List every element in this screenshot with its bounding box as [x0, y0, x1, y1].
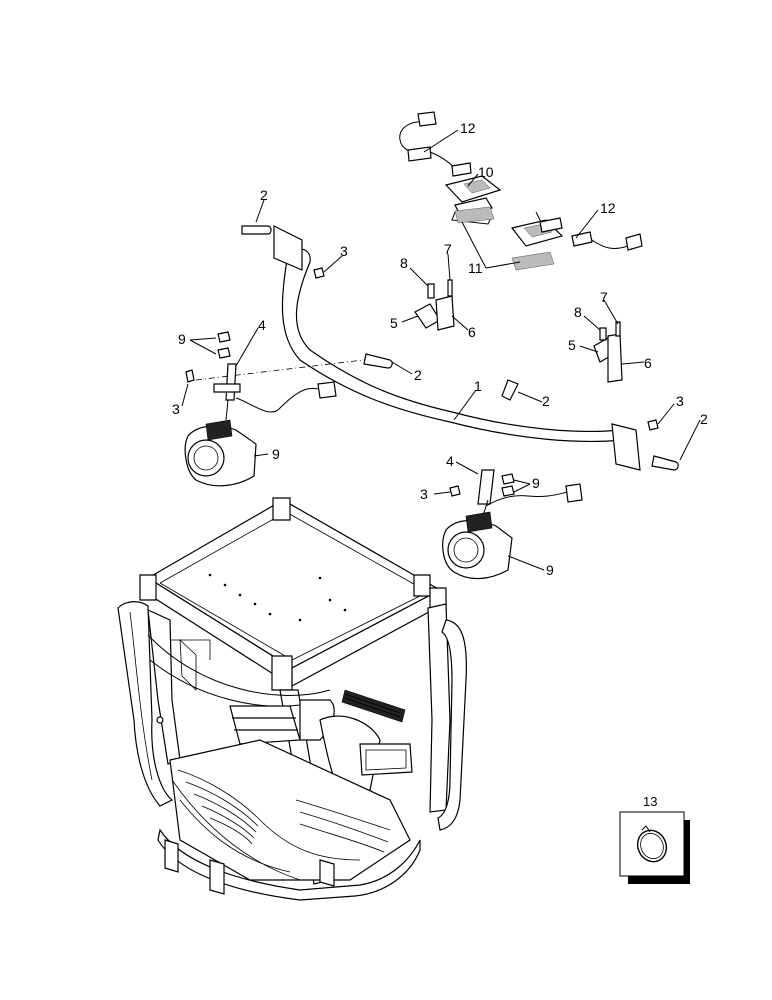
bracket-5-6-right [593, 321, 623, 383]
callout-8-right: 8 [574, 304, 582, 320]
callout-2-right: 2 [700, 411, 708, 427]
u-bolt-2d [651, 455, 679, 471]
callout-12-right: 12 [600, 200, 616, 216]
cross-tube [195, 225, 641, 471]
callout-5-left: 5 [390, 315, 398, 331]
callout-2-tube-right: 2 [542, 393, 550, 409]
control-module-10-right [510, 211, 564, 247]
callout-3-top: 3 [340, 243, 348, 259]
callout-9-bolts-left: 9 [178, 331, 186, 347]
work-lamp-left [184, 381, 337, 487]
lamp-bracket-4a [213, 363, 241, 401]
callout-2-mid: 2 [414, 367, 422, 383]
callout-11: 11 [468, 260, 483, 276]
callout-6-right: 6 [644, 355, 652, 371]
callout-4-left: 4 [258, 317, 266, 333]
callout-3-lower: 3 [420, 486, 428, 502]
callout-1: 1 [474, 378, 482, 394]
nut-3a [313, 267, 325, 279]
callout-3-right: 3 [676, 393, 684, 409]
leader-lines [181, 129, 701, 571]
callout-2-top-left: 2 [260, 187, 268, 203]
callout-9-bolts-right: 9 [532, 475, 540, 491]
pad-11 [454, 206, 555, 271]
harness-top [399, 111, 472, 177]
bolts-9a [217, 331, 231, 359]
inset-13-label: 13 [643, 794, 657, 809]
nut-3c [647, 419, 659, 431]
callout-10: 10 [478, 164, 494, 180]
callout-7-right: 7 [600, 289, 608, 305]
cab-frame [117, 497, 467, 901]
u-bolt-2c [501, 379, 519, 401]
callout-7-left: 7 [444, 241, 452, 257]
callout-12-top: 12 [460, 120, 476, 136]
callout-8-left: 8 [400, 255, 408, 271]
work-lamp-right [442, 483, 583, 580]
callout-4-right: 4 [446, 453, 454, 469]
callout-labels: 12 10 12 11 2 3 7 8 5 6 7 8 5 6 9 4 2 3 … [172, 120, 708, 578]
bolts-9b [501, 473, 515, 497]
callout-6-left: 6 [468, 324, 476, 340]
inset-13: 13 [619, 794, 690, 884]
u-bolt-2b [363, 353, 393, 369]
bracket-5-6-left [414, 279, 455, 331]
nut-3d [449, 485, 461, 497]
u-bolt-2a [241, 225, 272, 235]
roof-fasteners [208, 573, 347, 622]
callout-9-lamp-right: 9 [546, 562, 554, 578]
clamp-ring [636, 825, 668, 863]
callout-5-right: 5 [568, 337, 576, 353]
nut-3b [185, 369, 195, 383]
harness-right [571, 231, 643, 251]
callout-9-lamp-left: 9 [272, 446, 280, 462]
callout-3-left: 3 [172, 401, 180, 417]
